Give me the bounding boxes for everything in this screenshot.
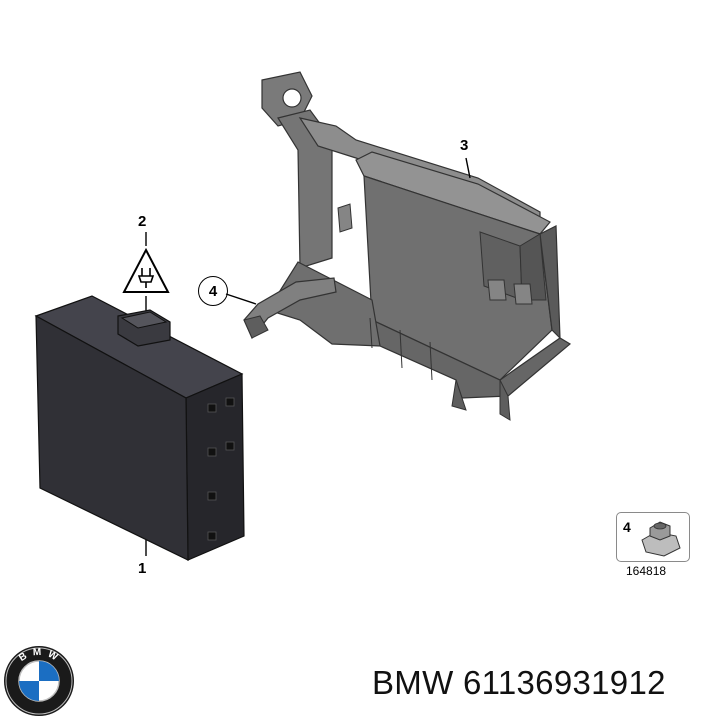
control-module-part-1	[34, 295, 245, 561]
bracket-part-3	[243, 71, 572, 421]
leader-line-4	[225, 293, 257, 305]
leader-line-3	[465, 157, 471, 179]
callout-part-2: 2	[138, 213, 147, 230]
nut-icon	[641, 521, 681, 557]
bmw-logo: B M W	[4, 646, 74, 716]
callout-part-1: 1	[138, 560, 147, 577]
warning-electric-icon	[122, 247, 170, 293]
legend-box-part-4: 4	[616, 512, 690, 562]
callout-part-4: 4	[198, 276, 228, 306]
legend-part-number: 164818	[626, 564, 667, 578]
callout-part-3: 3	[460, 137, 469, 154]
footer-part-number: BMW 61136931912	[372, 664, 666, 701]
legend-box-label: 4	[623, 519, 631, 535]
